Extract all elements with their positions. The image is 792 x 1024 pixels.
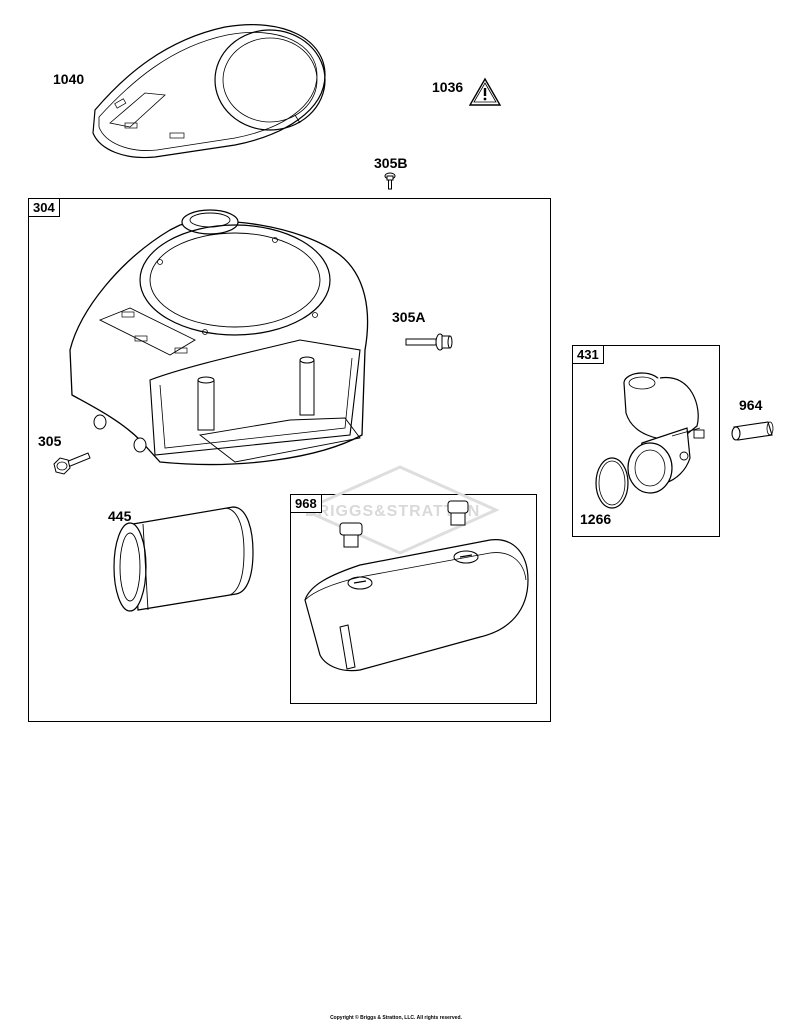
- watermark-logo: [300, 465, 500, 555]
- part-1040-cover: [92, 24, 326, 159]
- group-label-968: 968: [291, 495, 322, 513]
- group-label-304: 304: [29, 199, 60, 217]
- watermark-text: BRIGGS&STRATTON: [305, 503, 481, 520]
- callout-305: 305: [38, 433, 62, 449]
- knob-right: [447, 500, 469, 526]
- part-304-blower-housing: [69, 209, 369, 466]
- part-431-elbow: [623, 372, 705, 494]
- part-968-air-cleaner-cover: [304, 500, 529, 672]
- callout-1036: 1036: [432, 79, 464, 95]
- callout-445: 445: [108, 508, 132, 524]
- part-305a-bolt: [405, 333, 453, 351]
- knob-left: [339, 522, 363, 548]
- group-frame-304: [28, 198, 551, 722]
- callout-1040: 1040: [53, 71, 85, 87]
- part-1036-warning-icon: [468, 77, 502, 106]
- callout-305b: 305B: [374, 155, 408, 171]
- callout-1266: 1266: [580, 511, 612, 527]
- part-964-tube: [731, 421, 774, 441]
- part-445-air-filter: [113, 506, 254, 612]
- part-1266-o-ring: [595, 457, 629, 509]
- callout-305a: 305A: [392, 309, 426, 325]
- part-305b-screw: [384, 172, 396, 190]
- group-label-431: 431: [573, 346, 604, 364]
- group-frame-968: [290, 494, 537, 704]
- callout-964: 964: [739, 397, 763, 413]
- group-frame-431: [572, 345, 720, 537]
- copyright-notice: Copyright © Briggs & Stratton, LLC. All …: [330, 1015, 462, 1021]
- part-305-bolt: [53, 452, 91, 475]
